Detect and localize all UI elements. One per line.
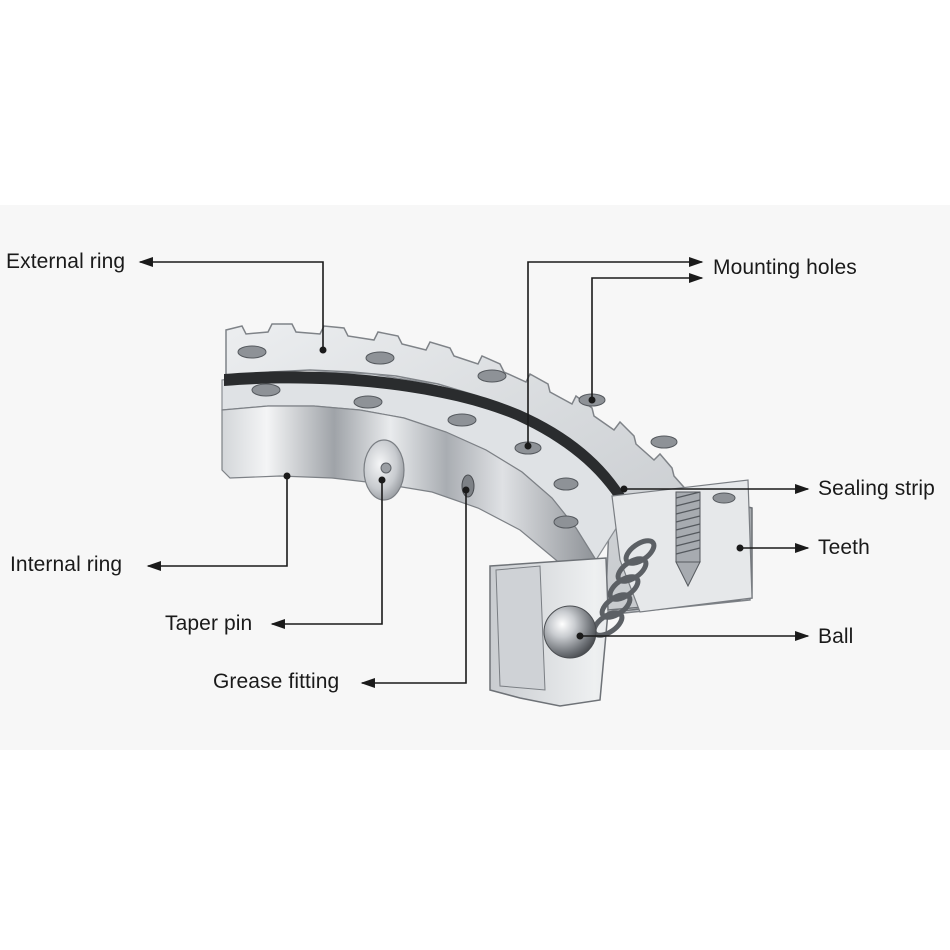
leader-lines xyxy=(138,256,810,689)
label-external-ring: External ring xyxy=(6,250,126,273)
leader-internal-ring xyxy=(146,476,288,572)
leader-mounting-holes-1 xyxy=(527,256,704,446)
label-mounting-holes: Mounting holes xyxy=(713,256,857,279)
grease-fitting xyxy=(461,474,475,498)
leader-grease-fitting xyxy=(360,490,467,689)
leader-taper-pin xyxy=(270,480,383,630)
internal-ring-section xyxy=(495,565,546,691)
ball xyxy=(543,605,597,659)
internal-ring-mounting-holes xyxy=(251,383,579,529)
external-ring-mounting-holes xyxy=(237,345,736,504)
label-internal-ring: Internal ring xyxy=(10,553,123,576)
label-taper-pin: Taper pin xyxy=(165,612,253,635)
bolt-thread xyxy=(675,491,701,588)
label-ball: Ball xyxy=(818,625,854,648)
label-sealing-strip: Sealing strip xyxy=(818,477,935,500)
bearing-body xyxy=(221,323,753,707)
leader-mounting-holes-2 xyxy=(591,272,704,400)
spacer-coils xyxy=(591,538,657,638)
label-grease-fitting: Grease fitting xyxy=(213,670,340,693)
taper-pin-center xyxy=(380,462,392,474)
label-teeth: Teeth xyxy=(818,536,870,559)
leader-external-ring xyxy=(138,256,324,350)
